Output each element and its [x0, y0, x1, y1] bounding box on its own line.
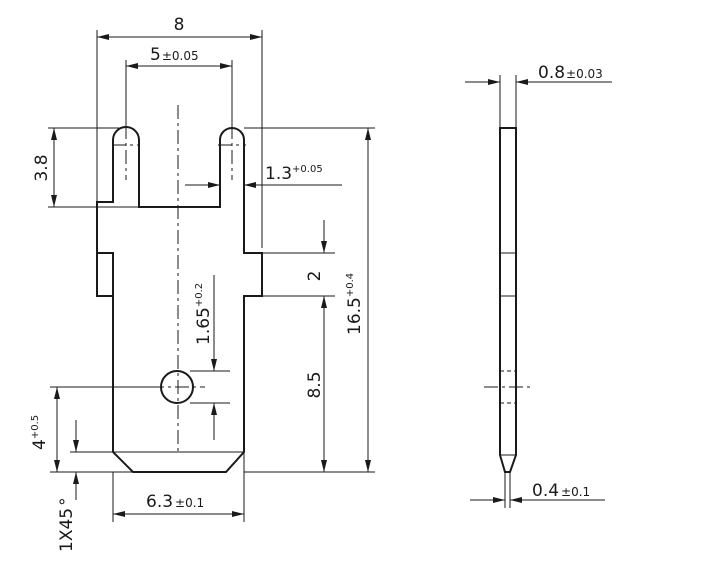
dim-total-length-tol: +0.4 — [345, 273, 356, 297]
dim-pin-width-label: 1.3 — [265, 164, 292, 184]
dim-tab-length-label: 8.5 — [305, 371, 325, 398]
dim-tip-thickness-tol: ±0.1 — [561, 485, 590, 499]
dim-total-length-label: 16.5 — [345, 297, 365, 335]
dim-pin-length-label: 3.8 — [32, 154, 52, 181]
front-view-outline — [96, 126, 263, 473]
dim-chamfer-label: 1X45 — [57, 508, 77, 552]
dim-pin-length: 3.8 — [32, 127, 139, 208]
dim-chamfer-mark: ° — [57, 497, 77, 506]
dim-tip-length: 4+0.5 — [30, 386, 150, 473]
dim-pin-spacing-tol: ±0.05 — [162, 49, 199, 63]
dim-hole-offset-label: 1.65 — [194, 307, 214, 345]
dim-pin-spacing-label: 5 — [150, 45, 161, 65]
dim-tab-width-tol: ±0.1 — [175, 496, 204, 510]
dim-tab-width: 6.3±0.1 — [112, 452, 245, 522]
dim-tab-length: 8.5 — [305, 296, 327, 472]
dim-pin-width-tol: +0.05 — [292, 164, 323, 175]
svg-text:1.3+0.05: 1.3+0.05 — [265, 164, 323, 184]
svg-text:5±0.05: 5±0.05 — [150, 45, 199, 65]
dim-thickness-tol: ±0.03 — [566, 67, 603, 81]
dim-hole-offset: 1.65+0.2 — [190, 275, 230, 440]
dim-tip-length-tol: +0.5 — [30, 415, 41, 439]
side-profile — [499, 127, 517, 473]
front-center-lines — [112, 105, 246, 452]
side-view-outline — [484, 127, 530, 473]
dim-shoulder-label: 2 — [305, 271, 325, 282]
dim-tip-thickness: 0.4±0.1 — [470, 472, 605, 508]
dim-pin-spacing: 5±0.05 — [125, 45, 233, 128]
dim-thickness-label: 0.8 — [538, 63, 565, 83]
dim-tip-length-label: 4 — [30, 439, 50, 450]
dim-total-length: 16.5+0.4 — [244, 127, 375, 473]
svg-text:6.3±0.1: 6.3±0.1 — [146, 492, 204, 512]
shoulder-left — [97, 252, 114, 296]
svg-text:16.5+0.4: 16.5+0.4 — [345, 273, 365, 335]
dim-tip-thickness-label: 0.4 — [532, 481, 559, 501]
dim-pin-width: 1.3+0.05 — [185, 150, 342, 192]
svg-text:1X45°: 1X45 ° — [57, 497, 77, 552]
dim-overall-width: 8 — [96, 15, 263, 248]
dim-thickness: 0.8±0.03 — [465, 63, 612, 128]
dim-tab-width-label: 6.3 — [146, 492, 173, 512]
dim-hole-offset-tol: +0.2 — [194, 283, 205, 307]
svg-text:1.65+0.2: 1.65+0.2 — [194, 283, 214, 345]
terminal-outline — [96, 126, 263, 473]
dim-overall-width-label: 8 — [174, 15, 185, 35]
svg-text:0.4±0.1: 0.4±0.1 — [532, 481, 590, 501]
dim-chamfer: 1X45 ° — [57, 420, 113, 552]
svg-text:0.8±0.03: 0.8±0.03 — [538, 63, 603, 83]
svg-text:4+0.5: 4+0.5 — [30, 415, 50, 450]
